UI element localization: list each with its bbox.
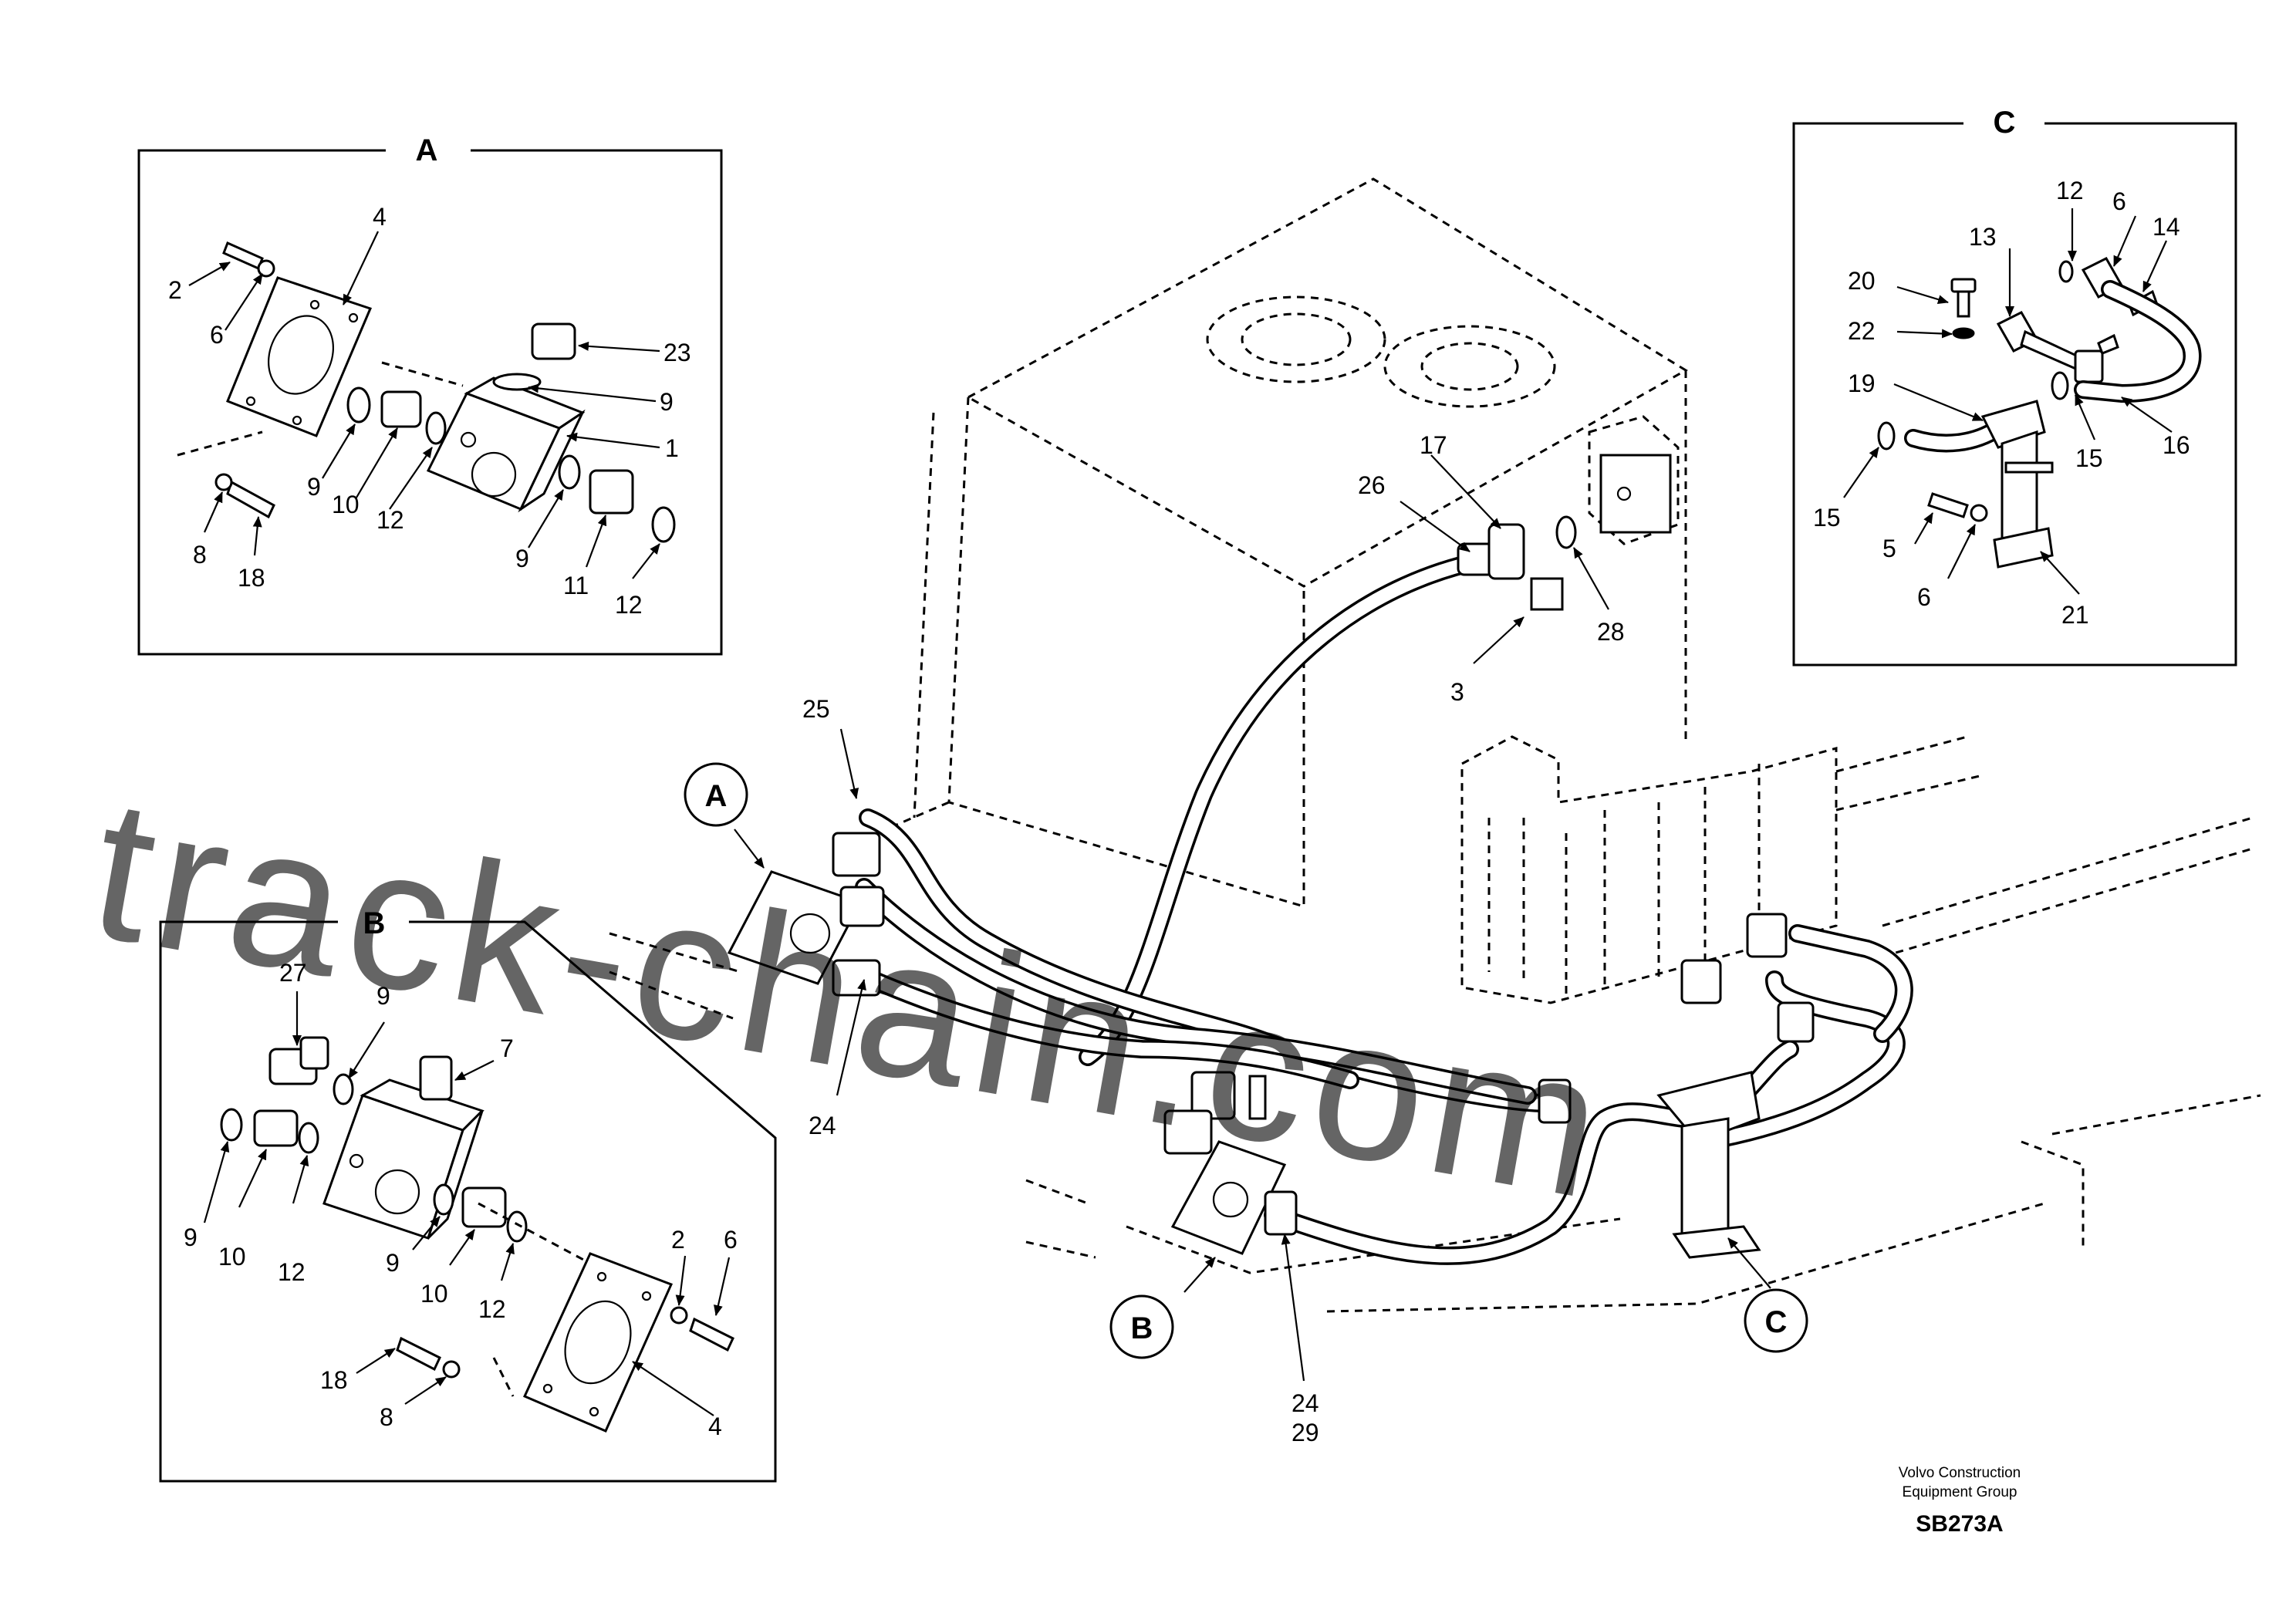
watermark: track-chain.com <box>77 756 1624 1242</box>
b-label-10-b: 10 <box>420 1280 448 1308</box>
a-label-10: 10 <box>332 491 360 518</box>
detail-view-b: B <box>159 906 777 1483</box>
a-label-4: 4 <box>373 203 387 231</box>
b-label-18: 18 <box>320 1366 348 1394</box>
a-label-9-a: 9 <box>660 388 674 416</box>
b-label-12-a: 12 <box>278 1258 306 1286</box>
view-a-title: A <box>416 133 438 167</box>
label-17: 17 <box>1420 431 1447 459</box>
drawing-code: SB273A <box>1916 1511 2003 1537</box>
hose-25 <box>859 808 1552 1112</box>
flange-fittings <box>1538 913 1815 1124</box>
a-label-11: 11 <box>563 572 589 599</box>
c-label-6-b: 6 <box>1917 583 1931 611</box>
c-label-12: 12 <box>2056 177 2084 204</box>
b-label-9-b: 9 <box>184 1223 198 1251</box>
hydraulic-tank-outline <box>894 177 1688 909</box>
elbow-17 <box>1457 515 1577 611</box>
b-label-27: 27 <box>279 959 307 987</box>
a-label-18: 18 <box>238 564 265 592</box>
a-label-8: 8 <box>193 541 207 569</box>
c-label-19: 19 <box>1848 370 1876 397</box>
svg-text:B: B <box>1131 1311 1153 1345</box>
a-label-1: 1 <box>665 434 679 462</box>
b-label-9-c: 9 <box>386 1249 400 1277</box>
c-label-22: 22 <box>1848 317 1876 345</box>
hose-24-lower <box>855 967 1359 1089</box>
callout-b: B <box>1109 1294 1174 1359</box>
c-label-5: 5 <box>1882 535 1896 562</box>
svg-text:A: A <box>705 779 728 813</box>
a-label-6: 6 <box>210 321 224 349</box>
a-label-9-b: 9 <box>307 473 321 501</box>
valve-block-b <box>1163 1071 1298 1255</box>
b-label-6: 6 <box>724 1226 738 1254</box>
c-label-21: 21 <box>2061 601 2089 629</box>
control-valve-outline <box>609 735 2261 1313</box>
c-label-20: 20 <box>1848 267 1876 295</box>
label-26: 26 <box>1358 471 1386 499</box>
detail-view-c: C <box>1792 106 2237 667</box>
publisher-line-1: Volvo Construction <box>1899 1465 2021 1481</box>
a-label-23: 23 <box>663 339 691 366</box>
main-leaders <box>734 454 1771 1382</box>
c-label-13: 13 <box>1969 223 1997 251</box>
callout-a: A <box>684 762 748 827</box>
c-label-14: 14 <box>2152 213 2180 241</box>
publisher-line-2: Equipment Group <box>1903 1484 2017 1500</box>
label-24-b: 24 <box>1292 1389 1319 1417</box>
c-label-15-b: 15 <box>1813 504 1841 532</box>
b-label-7: 7 <box>500 1034 514 1062</box>
view-b-title: B <box>363 906 386 940</box>
label-29: 29 <box>1292 1419 1319 1446</box>
c-label-6-a: 6 <box>2112 187 2126 215</box>
a-label-2: 2 <box>168 276 182 304</box>
c-label-16: 16 <box>2163 431 2190 459</box>
steel-pipe-16 <box>1696 924 1913 1151</box>
title-block: Volvo Construction Equipment Group SB273… <box>1899 1465 2021 1537</box>
hose-24-upper <box>855 878 1537 1105</box>
label-3: 3 <box>1450 678 1464 706</box>
label-24-a: 24 <box>809 1112 836 1139</box>
a-label-12-b: 12 <box>615 591 643 619</box>
b-label-12-b: 12 <box>478 1295 506 1323</box>
svg-text:C: C <box>1765 1305 1788 1339</box>
a-label-12-a: 12 <box>376 506 404 534</box>
b-label-4: 4 <box>708 1412 722 1440</box>
c-label-15-a: 15 <box>2075 444 2103 472</box>
view-c-title: C <box>1994 106 2016 140</box>
a-label-9-c: 9 <box>515 545 529 572</box>
label-28: 28 <box>1597 618 1625 646</box>
support-bracket-21 <box>1656 1071 1761 1259</box>
b-label-2: 2 <box>671 1226 685 1254</box>
valve-block-a <box>727 832 885 997</box>
detail-view-a: A <box>137 133 723 656</box>
b-label-9-a: 9 <box>376 982 390 1010</box>
label-25: 25 <box>802 695 830 723</box>
callout-c: C <box>1744 1288 1808 1353</box>
b-label-8: 8 <box>380 1403 393 1431</box>
b-label-10-a: 10 <box>218 1243 246 1271</box>
